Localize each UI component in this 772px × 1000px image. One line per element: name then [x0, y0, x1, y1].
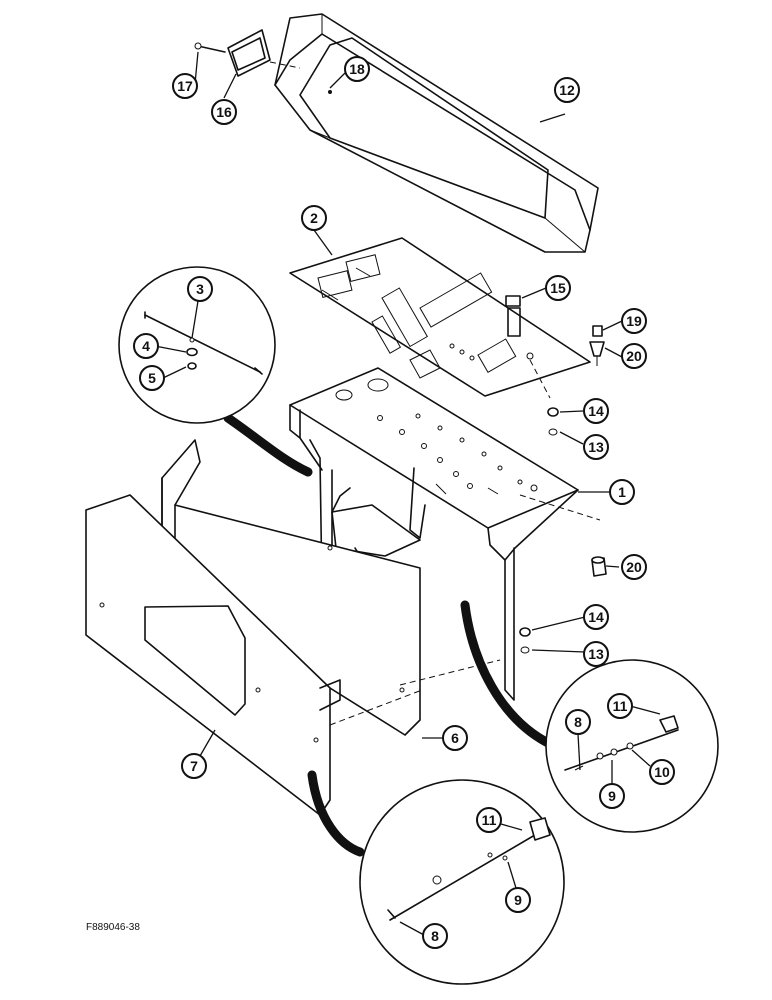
figure-reference: F889046-38: [86, 922, 140, 933]
svg-text:11: 11: [613, 698, 628, 714]
callout-20-lower: 20: [621, 554, 647, 580]
svg-text:4: 4: [142, 338, 150, 354]
svg-text:10: 10: [654, 764, 670, 780]
svg-text:1: 1: [618, 484, 626, 500]
callout-4: 4: [133, 333, 159, 359]
detail-view-b: [545, 659, 719, 833]
callout-leaders: [154, 51, 661, 936]
svg-text:19: 19: [626, 313, 642, 329]
callout-5: 5: [139, 365, 165, 391]
svg-text:13: 13: [588, 646, 604, 662]
lower-plug-part: [591, 556, 607, 577]
callout-13-upper: 13: [583, 434, 609, 460]
svg-text:14: 14: [588, 609, 604, 625]
callout-7: 7: [181, 753, 207, 779]
callout-6: 6: [442, 725, 468, 751]
svg-text:15: 15: [550, 280, 566, 296]
svg-text:8: 8: [431, 928, 439, 944]
detail-link-band-right: [460, 600, 557, 750]
svg-text:7: 7: [190, 758, 198, 774]
callout-8-detail-c: 8: [422, 923, 448, 949]
access-cover-part: [227, 29, 271, 77]
svg-text:3: 3: [196, 281, 204, 297]
svg-text:9: 9: [608, 788, 616, 804]
svg-text:16: 16: [216, 104, 232, 120]
nut-washer-lower-part: [519, 627, 531, 654]
callout-15: 15: [545, 275, 571, 301]
cover-screw-part: [194, 42, 226, 53]
callout-17: 17: [172, 73, 198, 99]
svg-text:11: 11: [482, 812, 497, 828]
detail-link-band-lower: [307, 770, 365, 857]
svg-text:20: 20: [626, 348, 642, 364]
nut-washer-upper-part: [547, 407, 559, 436]
svg-text:14: 14: [588, 403, 604, 419]
svg-text:13: 13: [588, 439, 604, 455]
callout-20-upper: 20: [621, 343, 647, 369]
svg-text:18: 18: [349, 61, 365, 77]
detail-view-c: [359, 779, 565, 985]
plug-fastener-part: [589, 325, 605, 366]
control-panel-plate-part: [289, 237, 591, 397]
callout-9-detail-c: 9: [505, 887, 531, 913]
callout-2: 2: [301, 205, 327, 231]
callout-14-lower: 14: [583, 604, 609, 630]
callout-9-detail-b: 9: [599, 783, 625, 809]
svg-text:17: 17: [177, 78, 193, 94]
svg-text:8: 8: [574, 714, 582, 730]
callout-11-detail-b: 11: [607, 693, 633, 719]
switch-knob-part: [505, 295, 521, 337]
outer-side-panel-part: [85, 494, 341, 816]
svg-text:5: 5: [148, 370, 156, 386]
svg-text:20: 20: [626, 559, 642, 575]
callout-8-detail-b: 8: [565, 709, 591, 735]
callout-11-detail-c: 11: [476, 807, 502, 833]
svg-text:12: 12: [559, 82, 575, 98]
callout-12: 12: [554, 77, 580, 103]
svg-text:6: 6: [451, 730, 459, 746]
callout-19: 19: [621, 308, 647, 334]
dash-support-frame-part: [285, 367, 579, 701]
callout-3: 3: [187, 276, 213, 302]
svg-text:9: 9: [514, 892, 522, 908]
callout-16: 16: [211, 99, 237, 125]
callout-10: 10: [649, 759, 675, 785]
svg-text:2: 2: [310, 210, 318, 226]
callout-18: 18: [344, 56, 370, 82]
callout-1: 1: [609, 479, 635, 505]
callout-14-upper: 14: [583, 398, 609, 424]
detail-link-band-upper: [223, 413, 313, 477]
callout-13-lower: 13: [583, 641, 609, 667]
